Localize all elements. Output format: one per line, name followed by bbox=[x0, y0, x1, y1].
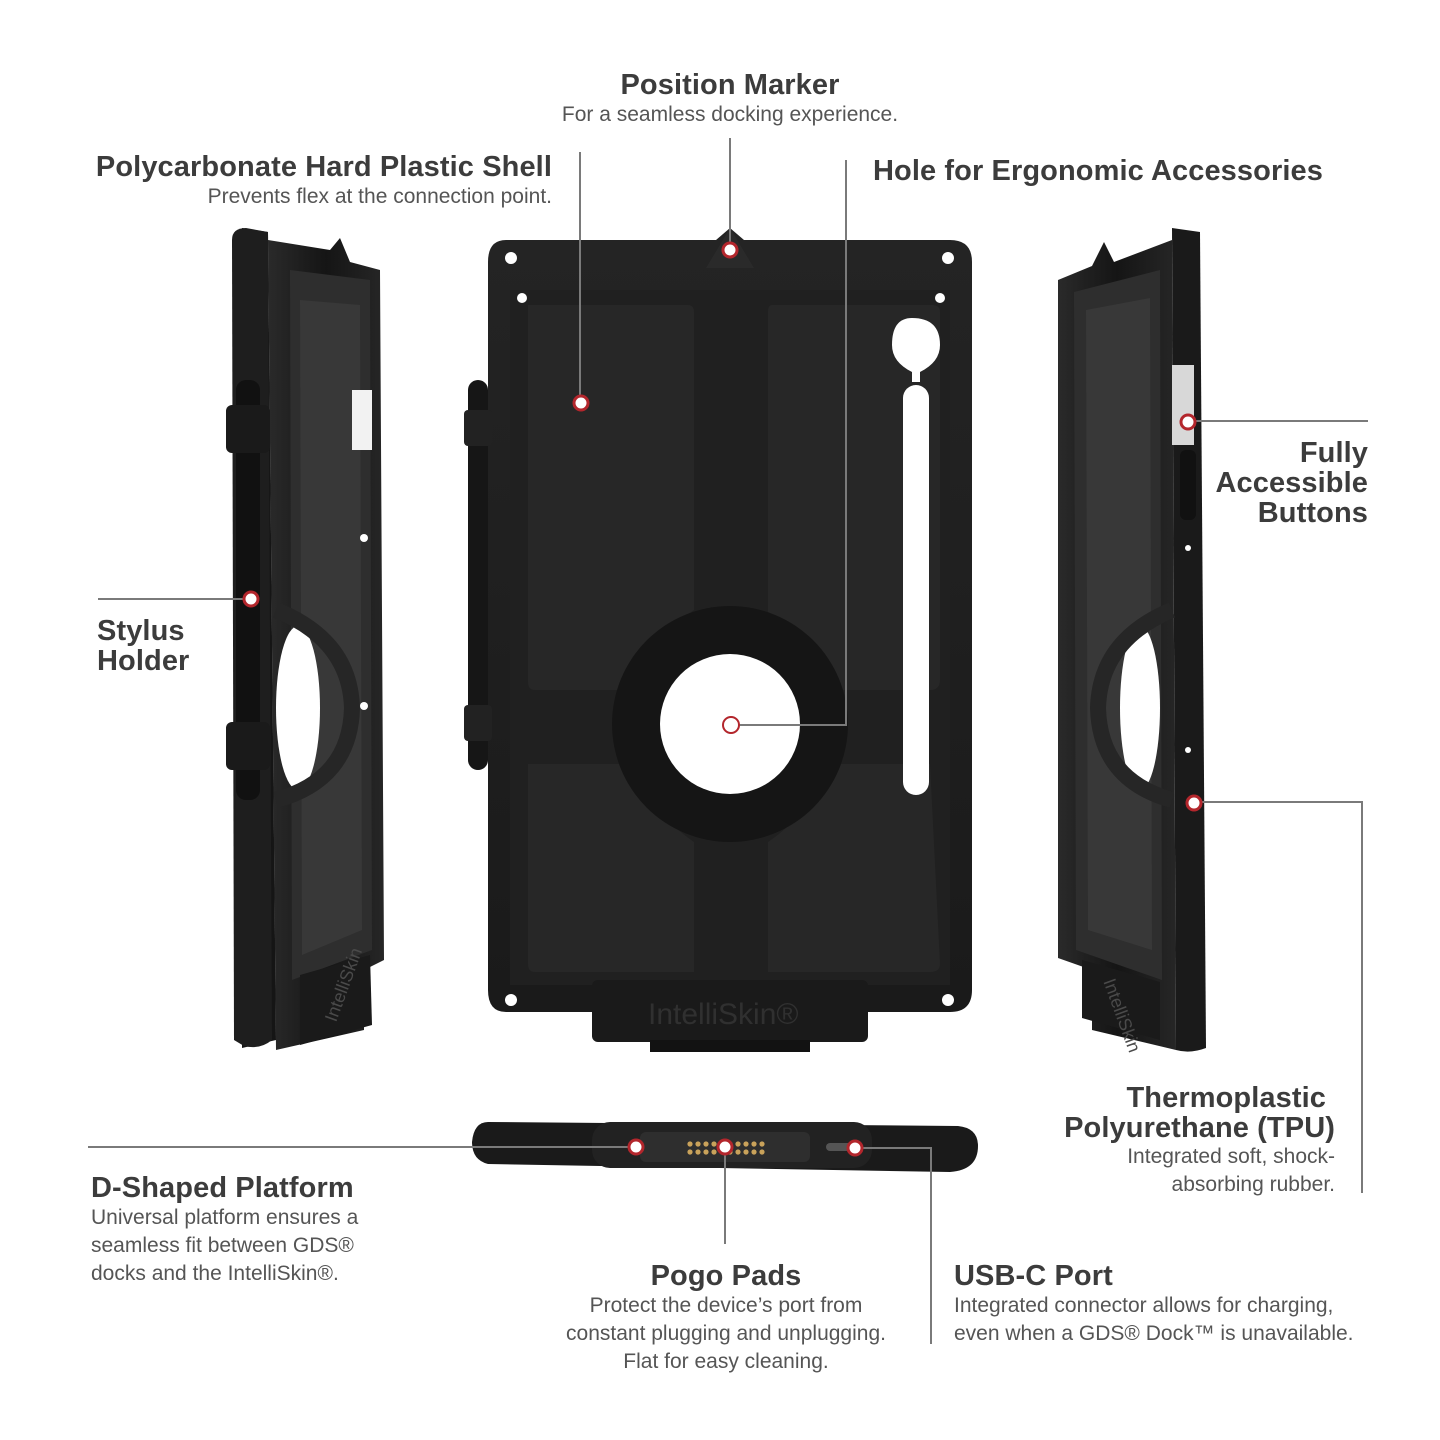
leader-lines bbox=[88, 138, 1368, 1344]
polycarbonate-shell-desc: Prevents flex at the connection point. bbox=[207, 185, 552, 208]
ergonomic-hole-title: Hole for Ergonomic Accessories bbox=[873, 155, 1323, 187]
pogo-pads-title: Pogo Pads bbox=[650, 1260, 802, 1292]
accessible-buttons-title-line2: Accessible bbox=[1215, 467, 1368, 499]
pogo-pads-desc-line1: Protect the device’s port from bbox=[589, 1294, 863, 1317]
tpu-title-line2: Polyurethane (TPU) bbox=[1064, 1112, 1335, 1144]
d-platform-desc-line2: seamless fit between GDS® bbox=[91, 1234, 354, 1257]
position-marker-desc: For a seamless docking experience. bbox=[561, 103, 899, 126]
d-platform-desc-line1: Universal platform ensures a bbox=[91, 1206, 359, 1229]
tpu-title-line1: Thermoplastic bbox=[1126, 1082, 1326, 1114]
accessible-buttons-title-line3: Buttons bbox=[1257, 497, 1368, 529]
case-side-view-left: IntelliSkin bbox=[226, 228, 384, 1050]
d-platform-desc-line3: docks and the IntelliSkin®. bbox=[91, 1262, 339, 1285]
pogo-pads-desc-line3: Flat for easy cleaning. bbox=[623, 1350, 829, 1373]
accessible-buttons-title-line1: Fully bbox=[1299, 437, 1368, 469]
case-side-view-right: IntelliSkin bbox=[1058, 228, 1206, 1055]
stylus-holder-title-line1: Stylus bbox=[97, 615, 185, 647]
marker-shell bbox=[572, 394, 590, 412]
svg-text:IntelliSkin®: IntelliSkin® bbox=[648, 998, 799, 1031]
marker-tpu bbox=[1185, 794, 1203, 812]
usb-c-title: USB-C Port bbox=[954, 1260, 1113, 1292]
marker-platform bbox=[627, 1138, 645, 1156]
marker-hole bbox=[722, 716, 740, 734]
usb-c-desc-line2: even when a GDS® Dock™ is unavailable. bbox=[954, 1322, 1354, 1345]
marker-position bbox=[721, 241, 739, 259]
position-marker-title: Position Marker bbox=[620, 69, 840, 101]
tpu-desc-line2: absorbing rubber. bbox=[1171, 1173, 1335, 1196]
case-front-view: IntelliSkin® bbox=[464, 228, 972, 1052]
pogo-pads-desc-line2: constant plugging and unplugging. bbox=[566, 1322, 886, 1345]
stylus-holder-title-line2: Holder bbox=[97, 645, 190, 677]
usb-c-desc-line1: Integrated connector allows for charging… bbox=[954, 1294, 1334, 1317]
callout-markers bbox=[242, 241, 1203, 1157]
marker-stylus bbox=[242, 590, 260, 608]
polycarbonate-shell-title: Polycarbonate Hard Plastic Shell bbox=[95, 151, 552, 183]
marker-buttons bbox=[1179, 413, 1197, 431]
tpu-desc-line1: Integrated soft, shock- bbox=[1127, 1145, 1335, 1168]
marker-pogo bbox=[716, 1138, 734, 1156]
d-platform-title: D-Shaped Platform bbox=[91, 1172, 354, 1204]
marker-usbc bbox=[846, 1139, 864, 1157]
